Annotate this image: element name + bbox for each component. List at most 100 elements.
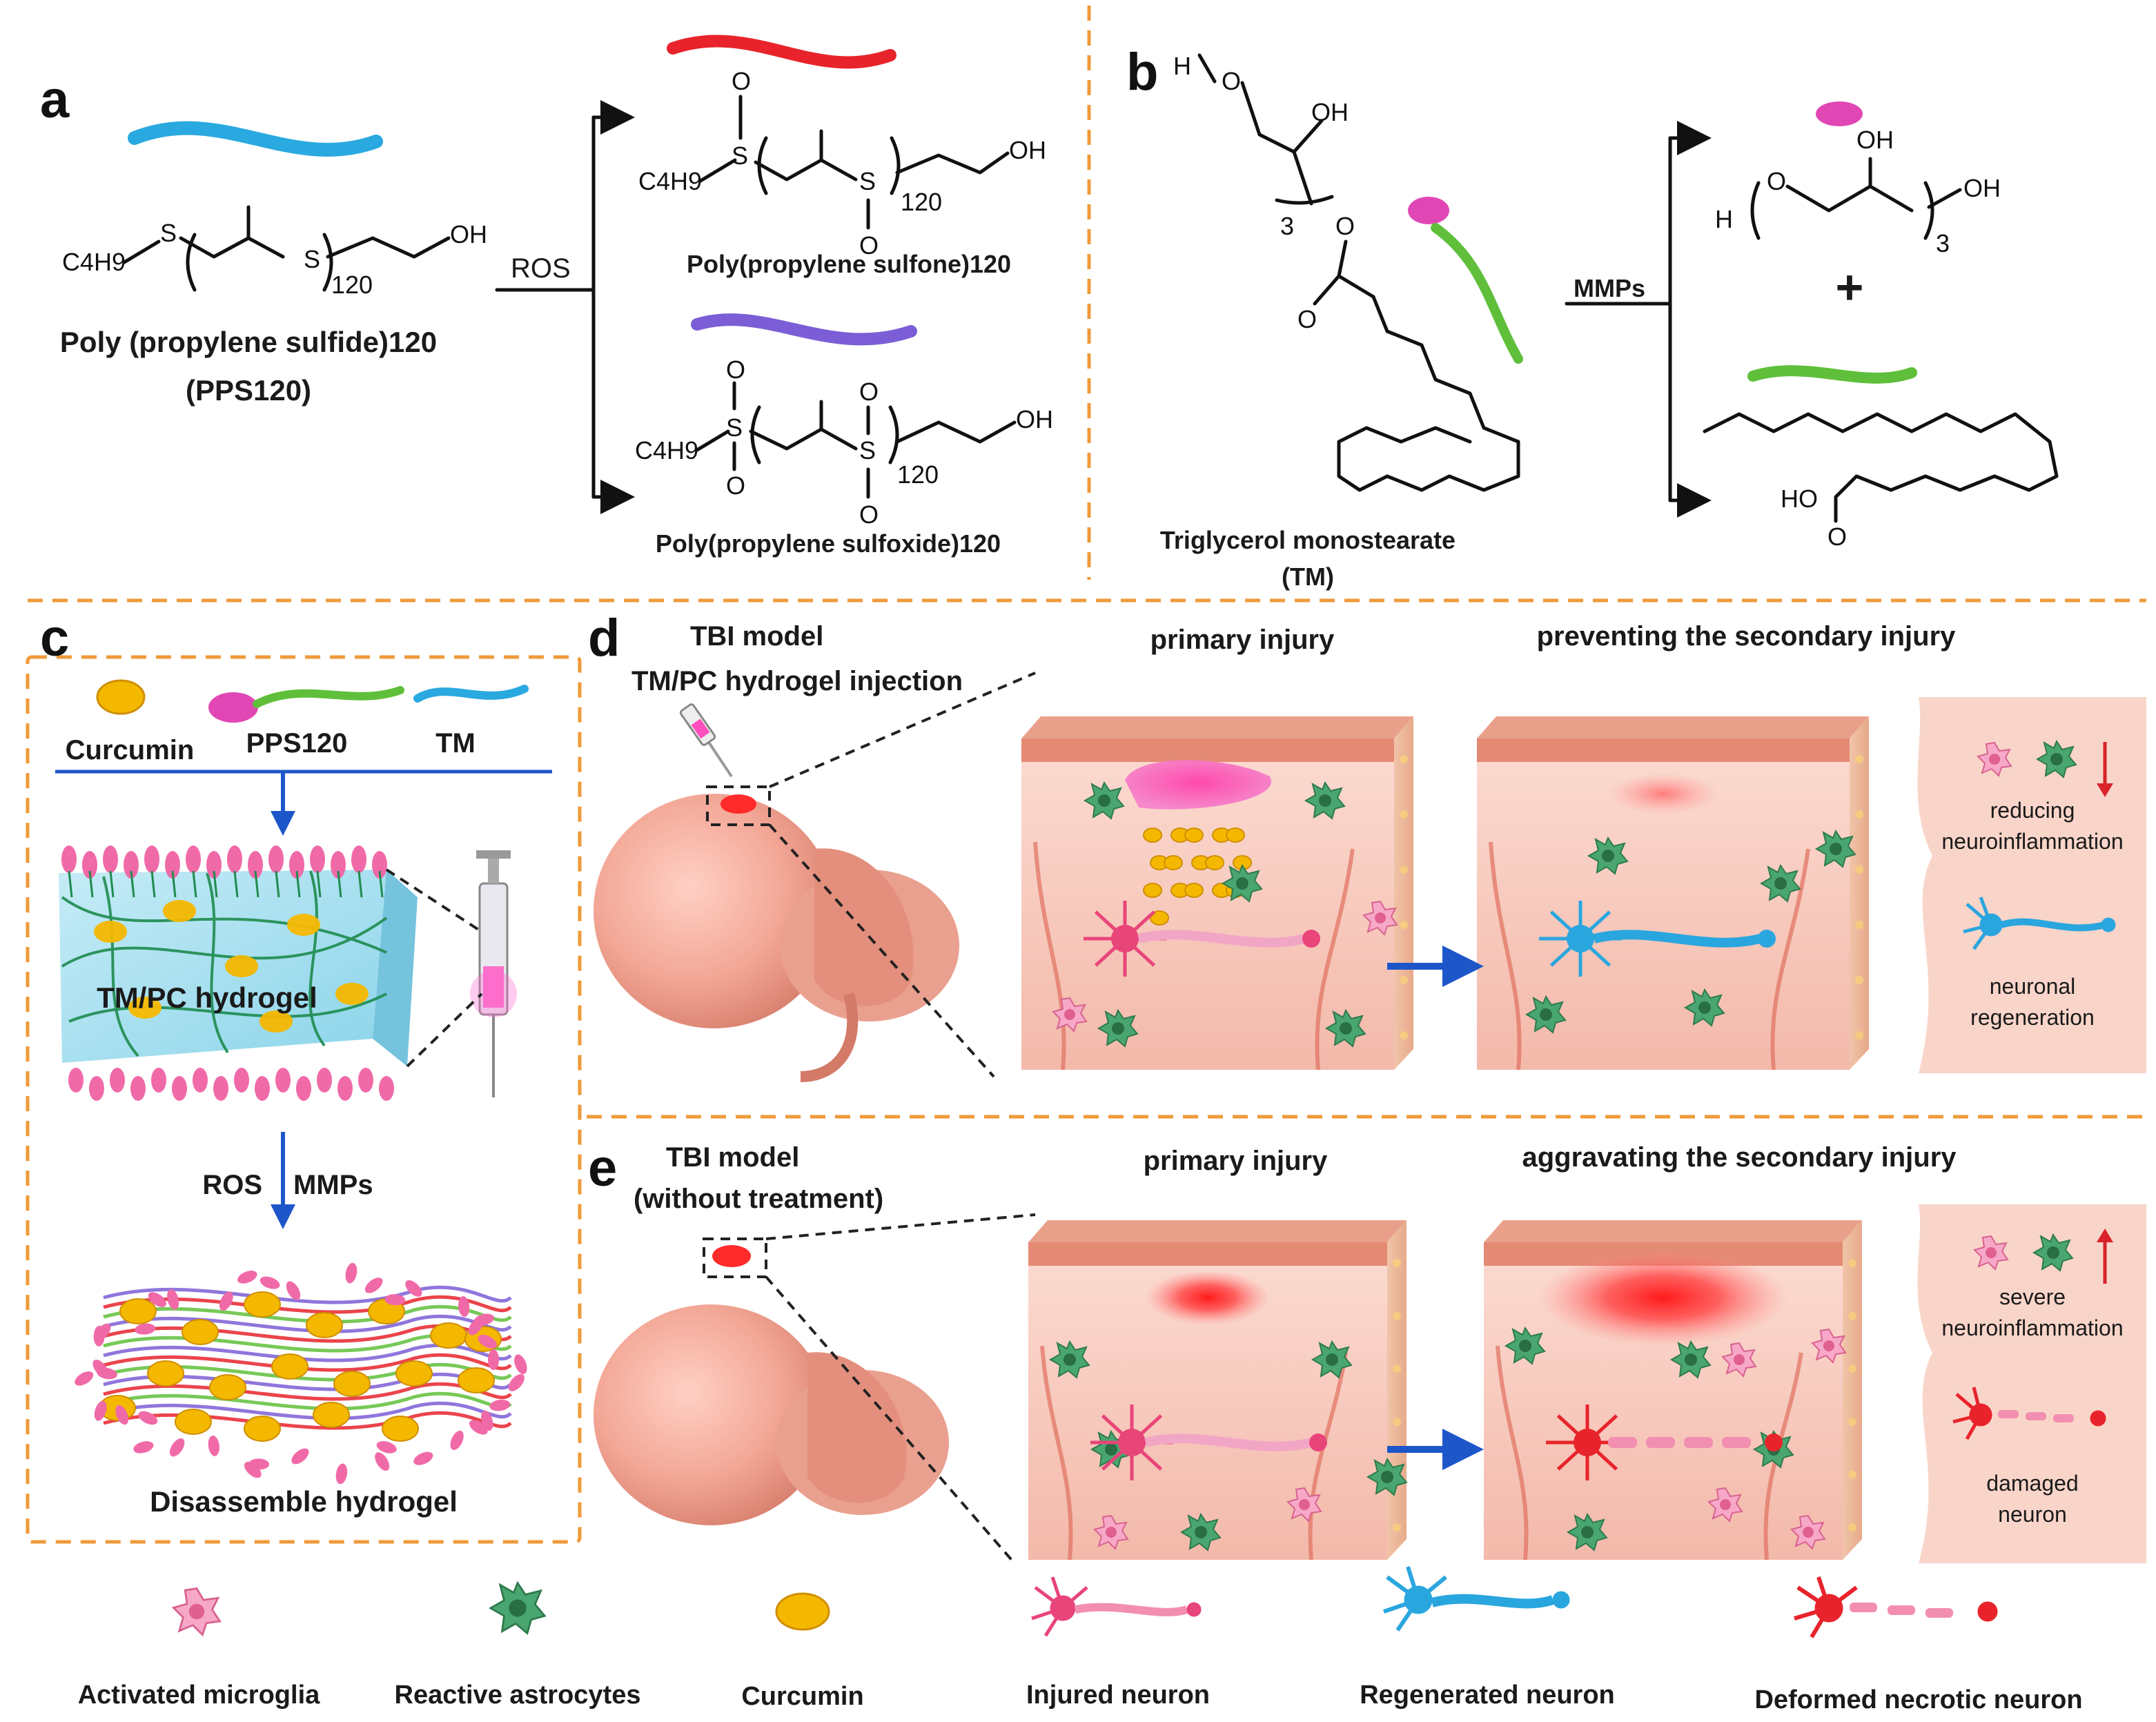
mmps-label-c: MMPs bbox=[293, 1170, 373, 1200]
curcumin-label-c: Curcumin bbox=[66, 735, 195, 765]
ros-label-c: ROS bbox=[202, 1170, 262, 1200]
tm-n: 3 bbox=[1280, 212, 1294, 240]
syringe-icon-d bbox=[679, 703, 733, 778]
pps-tail-icon-c bbox=[253, 686, 404, 708]
effect-e-2b: neuron bbox=[1998, 1502, 2067, 1527]
sulfone-oh: OH bbox=[1009, 136, 1046, 164]
effect-e-1a: severe bbox=[1999, 1284, 2066, 1309]
curcumin-icon-c bbox=[96, 679, 146, 715]
plus-sign: + bbox=[1836, 260, 1864, 314]
pps-s1: S bbox=[160, 219, 177, 247]
panel-label-e: e bbox=[588, 1139, 617, 1197]
sulfoxide-s2: S bbox=[859, 436, 876, 464]
sulfoxide-o4: O bbox=[859, 500, 879, 529]
tm-o3: O bbox=[1297, 305, 1317, 333]
tbi-model-d: TBI model bbox=[690, 621, 823, 652]
sulfoxide-n: 120 bbox=[897, 460, 939, 489]
legend-label-0: Activated microglia bbox=[78, 1681, 320, 1710]
tm-h: H bbox=[1173, 52, 1191, 80]
pps-chain-icon bbox=[128, 121, 383, 157]
sulfone-s1: S bbox=[732, 141, 748, 170]
pps-n: 120 bbox=[331, 271, 373, 299]
astrocyte-icon bbox=[489, 1582, 546, 1634]
sulfoxide-o3: O bbox=[859, 378, 879, 406]
pps-label-c: PPS120 bbox=[246, 728, 348, 759]
regenerated-neuron-icon bbox=[1383, 1566, 1570, 1632]
sulfoxide-name: Poly(propylene sulfoxide)120 bbox=[656, 529, 1001, 558]
tissue-block-primary-d bbox=[1021, 716, 1413, 1070]
acid-o: O bbox=[1827, 522, 1847, 551]
pps-oh: OH bbox=[450, 220, 487, 248]
injection-label: TM/PC hydrogel injection bbox=[631, 666, 963, 696]
damaged-neuron-icon-e bbox=[1952, 1387, 2106, 1440]
effect-panel-e: severe neuroinflammation damaged neuron bbox=[1917, 1204, 2146, 1563]
panel-label-a: a bbox=[40, 70, 70, 129]
tm-abbr: (TM) bbox=[1282, 562, 1334, 591]
pps-name: Poly (propylene sulfide)120 bbox=[60, 326, 437, 358]
legend: Activated microglia Reactive astrocytes … bbox=[78, 1566, 2083, 1714]
prod-oh2: OH bbox=[1963, 174, 2001, 202]
panel-d: TBI model TM/PC hydrogel injection prima… bbox=[594, 621, 2146, 1082]
stearic-acid-icon bbox=[1747, 365, 1917, 384]
tm-o2: O bbox=[1335, 212, 1355, 240]
sulfoxide-chain-icon bbox=[691, 313, 917, 346]
sulfone-name: Poly(propylene sulfone)120 bbox=[687, 250, 1011, 278]
sulfoxide-o1: O bbox=[726, 355, 745, 384]
tm-tail-icon bbox=[1431, 223, 1523, 364]
triglycerol-icon bbox=[1816, 101, 1863, 126]
legend-label-4: Regenerated neuron bbox=[1360, 1681, 1615, 1710]
panel-e: TBI model (without treatment) primary in… bbox=[594, 1142, 2146, 1565]
panel-label-c: c bbox=[40, 609, 69, 667]
effect-d-2b: regeneration bbox=[1970, 1005, 2095, 1030]
regenerated-neuron-icon-d bbox=[1963, 897, 2116, 950]
effect-d-1b: neuroinflammation bbox=[1941, 829, 2123, 854]
sulfoxide-c4h9: C4H9 bbox=[635, 436, 698, 464]
prod-n: 3 bbox=[1936, 229, 1950, 257]
tm-head-icon bbox=[1408, 197, 1449, 224]
tm-name: Triglycerol monostearate bbox=[1160, 526, 1456, 554]
tissue-block-prevent-d bbox=[1477, 716, 1869, 1070]
brain-d bbox=[594, 703, 959, 1082]
ros-label-a: ROS bbox=[511, 253, 571, 284]
panel-c: Curcumin PPS120 TM bbox=[55, 679, 552, 1518]
tissue-block-primary-e bbox=[1028, 1220, 1407, 1560]
disassemble-label: Disassemble hydrogel bbox=[150, 1485, 458, 1518]
effect-e-2a: damaged bbox=[1986, 1471, 2078, 1496]
mmps-label-b: MMPs bbox=[1574, 274, 1645, 302]
hydrogel-label: TM/PC hydrogel bbox=[97, 981, 317, 1014]
panel-a: C4H9 S S 120 OH Poly (propylene sulfide)… bbox=[60, 35, 1053, 558]
sulfoxide-oh: OH bbox=[1016, 405, 1053, 433]
acid-ho: HO bbox=[1781, 485, 1818, 513]
effect-panel-d: reducing neuroinflammation neuronal rege… bbox=[1917, 697, 2146, 1073]
pps-abbr: (PPS120) bbox=[186, 374, 311, 407]
preventing-label: preventing the secondary injury bbox=[1537, 621, 1957, 652]
pps-head-icon-c bbox=[208, 692, 258, 723]
legend-label-2: Curcumin bbox=[741, 1682, 863, 1711]
sulfoxide-o2: O bbox=[726, 471, 745, 500]
aggravating-label: aggravating the secondary injury bbox=[1522, 1142, 1957, 1173]
tbi-model-e: TBI model bbox=[666, 1142, 799, 1173]
up-arrow-icon bbox=[2097, 1229, 2113, 1242]
tm-oh: OH bbox=[1311, 98, 1349, 126]
disassembled-hydrogel bbox=[75, 1262, 527, 1485]
syringe-icon-c bbox=[470, 850, 517, 1097]
effect-d-2a: neuronal bbox=[1990, 974, 2076, 999]
brain-e bbox=[594, 1237, 949, 1525]
legend-label-5: Deformed necrotic neuron bbox=[1754, 1685, 2082, 1714]
legend-label-3: Injured neuron bbox=[1026, 1681, 1210, 1710]
tm-label-c: TM bbox=[435, 728, 476, 759]
primary-injury-d: primary injury bbox=[1150, 625, 1335, 655]
pps-c4h9: C4H9 bbox=[62, 248, 126, 276]
legend-label-1: Reactive astrocytes bbox=[395, 1681, 641, 1710]
effect-e-1b: neuroinflammation bbox=[1941, 1315, 2123, 1340]
sulfone-c4h9: C4H9 bbox=[638, 167, 702, 195]
sulfone-chain-icon bbox=[667, 35, 896, 69]
pps-s2: S bbox=[304, 245, 320, 273]
panel-label-d: d bbox=[588, 609, 620, 667]
sulfone-o2: O bbox=[859, 231, 879, 260]
microglia-icon bbox=[172, 1587, 222, 1636]
prod-h: H bbox=[1715, 205, 1733, 233]
sulfone-s2: S bbox=[859, 167, 876, 195]
sulfoxide-s1: S bbox=[726, 413, 743, 442]
